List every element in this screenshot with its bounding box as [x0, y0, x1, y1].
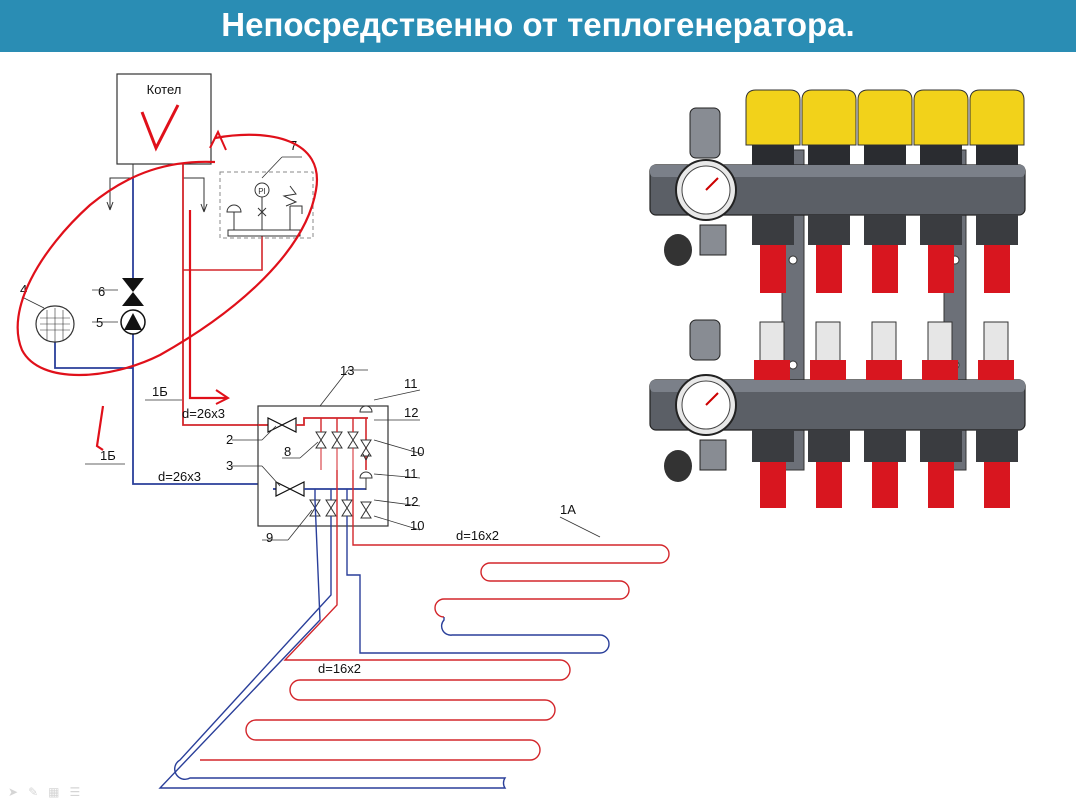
- air-vent-icon: [226, 204, 242, 213]
- label-2: 2: [226, 432, 233, 447]
- label-8: 8: [284, 444, 291, 459]
- slide-title: Непосредственно от теплогенератора.: [221, 6, 855, 43]
- label-11b: 11: [404, 466, 418, 481]
- safety-valve-spring-icon: [282, 185, 298, 207]
- loop-1a-return: [346, 516, 610, 654]
- pen-icon[interactable]: ✎: [28, 785, 39, 799]
- loop-2-return: [158, 499, 507, 789]
- valve-2-left: [267, 417, 284, 433]
- pipe-label-bottom: d=26x3: [158, 469, 201, 484]
- label-1b-top: 1Б: [152, 384, 168, 399]
- label-6: 6: [98, 284, 105, 299]
- label-1a: 1А: [560, 502, 576, 517]
- grid-icon[interactable]: ▦: [48, 785, 60, 799]
- label-12a: 12: [404, 405, 418, 420]
- label-10a: 10: [410, 444, 424, 459]
- gauge-label: PI: [258, 187, 266, 196]
- annotation-arrow-top: [209, 129, 227, 151]
- label-5: 5: [96, 315, 103, 330]
- slide-toolbar: ➤ ✎ ▦ ☰: [8, 785, 80, 799]
- boiler-box: [116, 73, 212, 165]
- loop-label-1: d=16x2: [456, 528, 499, 543]
- loop-1a-supply: [352, 470, 670, 618]
- annotation-arrow-line: [188, 210, 226, 400]
- label-7: 7: [290, 138, 297, 153]
- annotation-stroke: [95, 405, 105, 451]
- label-3: 3: [226, 458, 233, 473]
- label-1b-bottom: 1Б: [100, 448, 116, 463]
- label-9: 9: [266, 530, 273, 545]
- label-13: 13: [340, 363, 354, 378]
- boiler-check-mark: [140, 104, 180, 152]
- arrow-icon[interactable]: ➤: [8, 785, 19, 799]
- valve-6-bottom: [122, 292, 144, 306]
- loop-label-2: d=16x2: [318, 661, 361, 676]
- manifold-illustration: [649, 89, 1026, 508]
- pipe-label-top: d=26x3: [182, 406, 225, 421]
- label-11a: 11: [404, 376, 418, 391]
- valve-6-top: [122, 278, 144, 292]
- annotation-loop: [16, 133, 319, 376]
- label-12b: 12: [404, 494, 418, 509]
- label-10b: 10: [410, 518, 424, 533]
- loop-2-supply: [200, 470, 571, 761]
- boiler-label: Котел: [147, 82, 182, 97]
- title-bar: [0, 0, 1076, 52]
- label-4: 4: [20, 282, 27, 297]
- menu-icon[interactable]: ☰: [69, 785, 81, 799]
